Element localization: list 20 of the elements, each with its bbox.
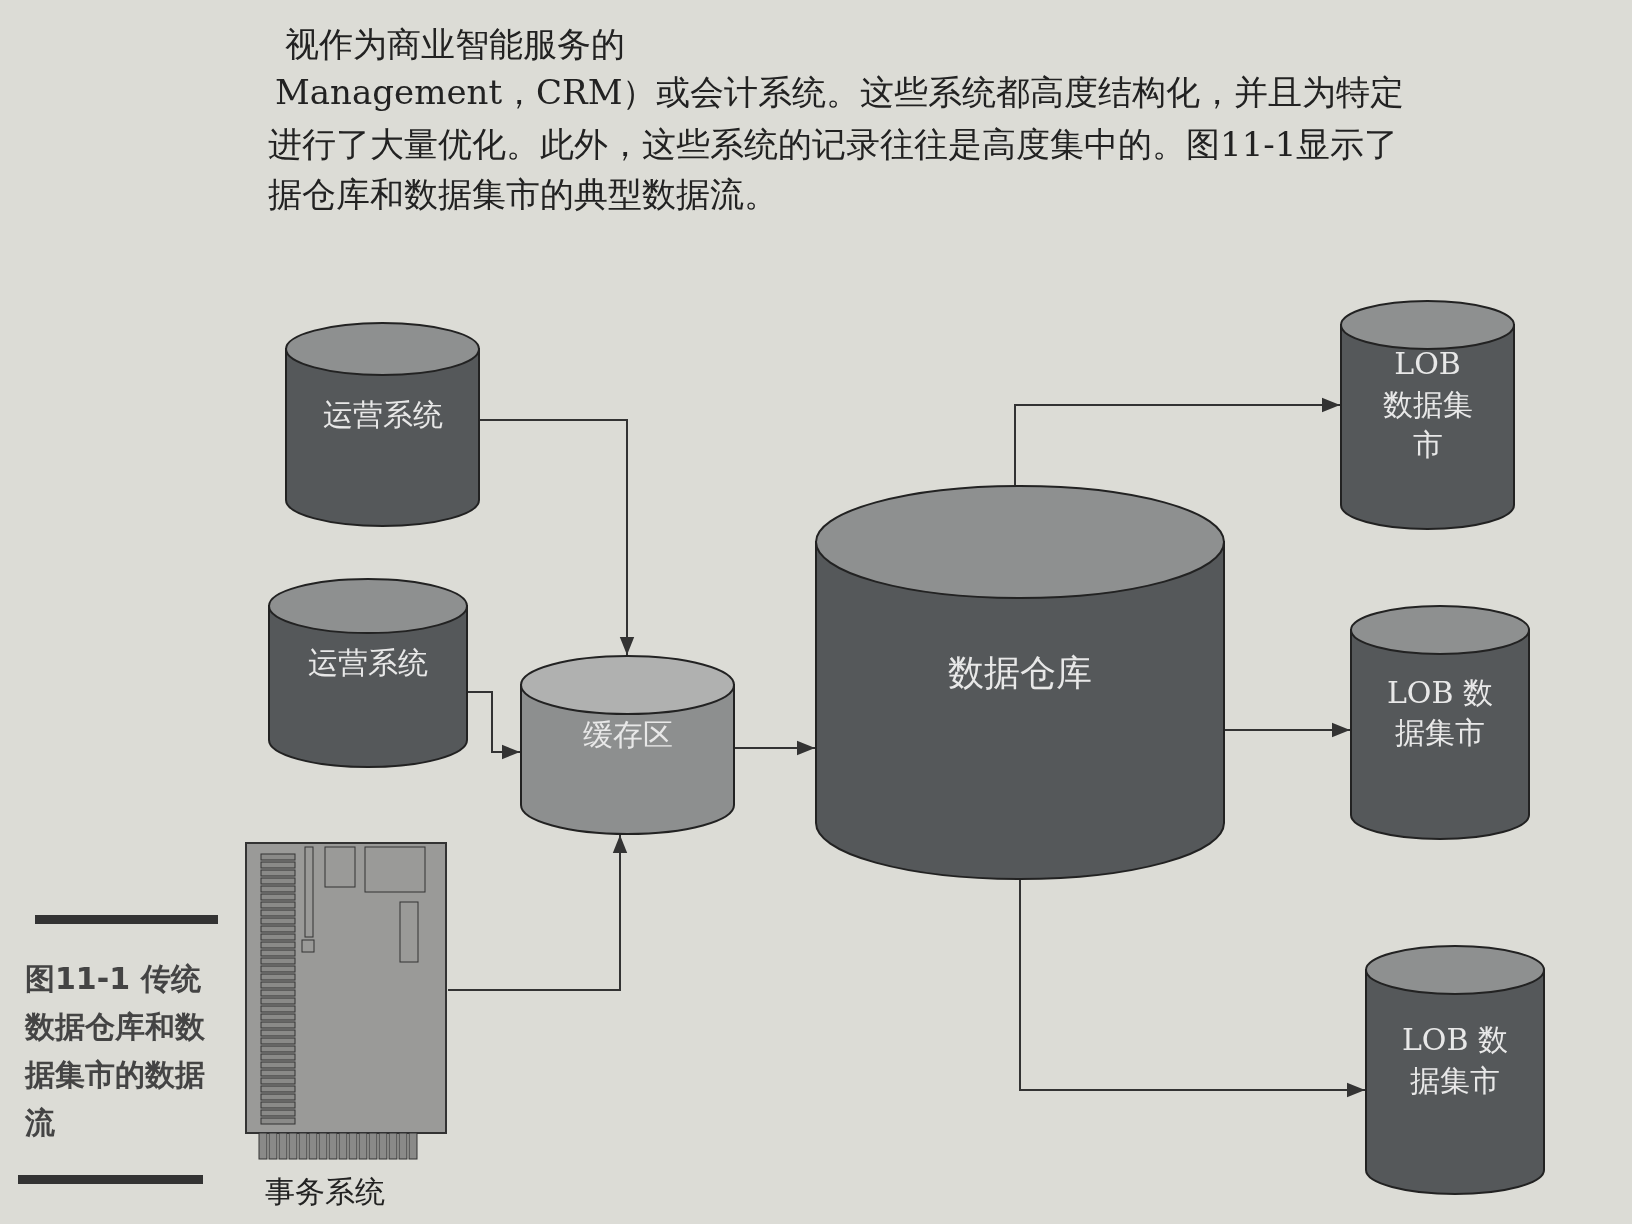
node-label: LOB 数据集市 xyxy=(1381,345,1474,465)
body-text-line: 据仓库和数据集市的典型数据流。 xyxy=(268,173,778,216)
arrow xyxy=(447,834,628,991)
arrow xyxy=(1019,879,1366,1098)
node-label: 缓存区 xyxy=(581,715,674,754)
body-text-line: Management，CRM）或会计系统。这些系统都高度结构化，并且为特定 xyxy=(275,71,1405,114)
arrow xyxy=(734,740,816,756)
node-label: 运营系统 xyxy=(321,395,444,434)
arrow xyxy=(479,419,635,656)
node-label: LOB 数据集市 xyxy=(1385,673,1495,752)
node-label: LOB 数据集市 xyxy=(1400,1020,1510,1099)
node-label: 数据仓库 xyxy=(947,650,1093,695)
body-text-line: 视作为商业智能服务的 xyxy=(285,23,625,66)
arrow xyxy=(1224,722,1351,738)
arrow xyxy=(467,691,521,760)
node-label: 运营系统 xyxy=(307,643,429,682)
arrow xyxy=(1014,397,1341,486)
figure-caption: 图11-1 传统数据仓库和数据集市的数据流 xyxy=(25,960,206,1142)
body-text-line: 进行了大量优化。此外，这些系统的记录往往是高度集中的。图11-1显示了 xyxy=(268,123,1399,166)
node-label: 事务系统 xyxy=(265,1173,386,1211)
